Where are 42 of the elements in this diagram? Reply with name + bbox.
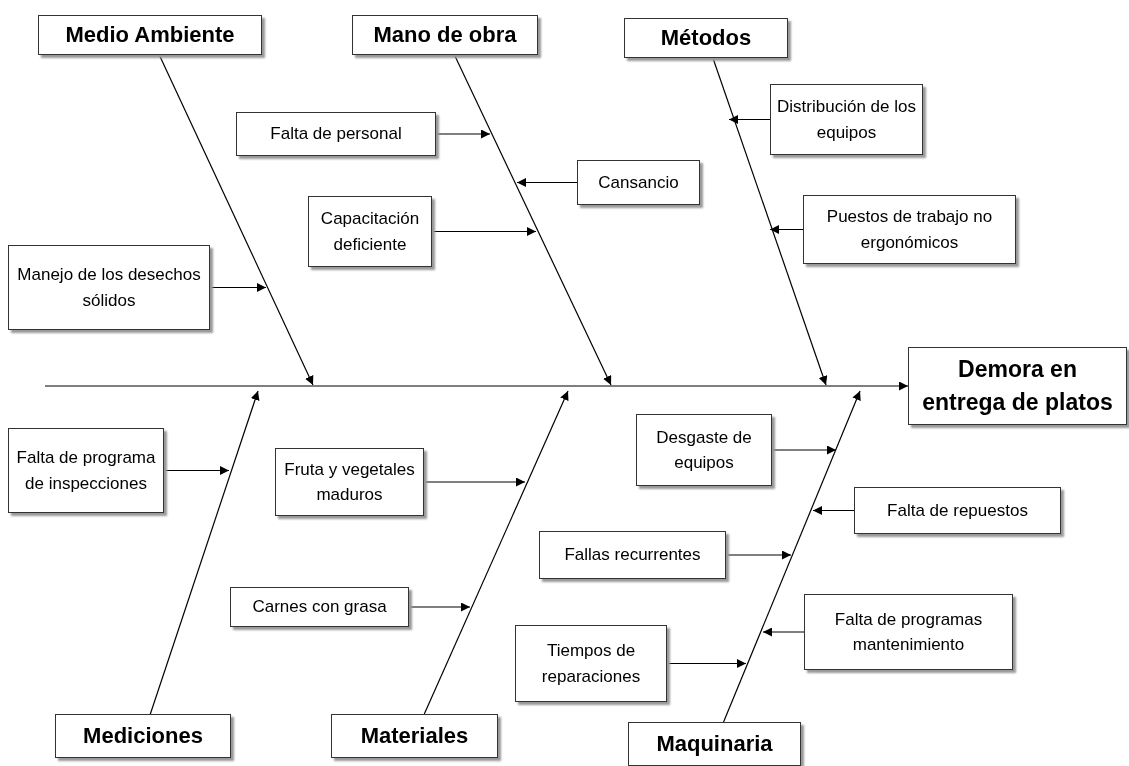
cause-box: Falta de personal	[236, 112, 436, 156]
bone-arrow	[712, 57, 828, 386]
cause-box: Desgaste de equipos	[636, 414, 772, 486]
arrow	[431, 227, 537, 236]
category-box: Mediciones	[55, 714, 231, 758]
cause-box: Puestos de trabajo no ergonómicos	[803, 195, 1016, 264]
arrow	[812, 506, 855, 515]
arrow	[209, 283, 267, 292]
arrow	[666, 659, 747, 668]
cause-box: Falta de programa de inspecciones	[8, 428, 164, 513]
arrow	[408, 602, 471, 612]
category-box: Medio Ambiente	[38, 15, 262, 55]
bone-arrow	[158, 54, 314, 386]
arrow	[423, 477, 526, 487]
cause-box: Falta de repuestos	[854, 487, 1061, 534]
cause-box: Tiempos de reparaciones	[515, 625, 667, 702]
cause-box: Carnes con grasa	[230, 587, 409, 627]
arrow	[516, 178, 578, 187]
cause-box: Fallas recurrentes	[539, 531, 726, 579]
cause-box: Falta de programas mantenimiento	[804, 594, 1013, 670]
arrow	[163, 466, 230, 475]
arrow	[725, 550, 792, 560]
arrow	[762, 627, 805, 637]
arrow	[771, 445, 837, 455]
category-box: Maquinaria	[628, 722, 801, 766]
bone-arrow	[149, 390, 260, 715]
spine-arrow	[44, 381, 909, 391]
bone-arrow	[453, 54, 612, 386]
category-box: Mano de obra	[352, 15, 538, 55]
cause-box: Fruta y vegetales maduros	[275, 448, 424, 516]
arrow	[435, 129, 491, 139]
cause-box: Capacitación deficiente	[308, 196, 432, 267]
arrow	[728, 115, 771, 124]
category-box: Métodos	[624, 18, 788, 58]
effect-box: Demora en entrega de platos	[908, 347, 1127, 425]
category-box: Materiales	[331, 714, 498, 758]
cause-box: Distribución de los equipos	[770, 84, 923, 155]
bone-arrow	[423, 390, 569, 715]
arrow	[769, 225, 804, 234]
cause-box: Manejo de los desechos sólidos	[8, 245, 210, 330]
bone-arrow	[722, 390, 861, 723]
cause-box: Cansancio	[577, 160, 700, 205]
